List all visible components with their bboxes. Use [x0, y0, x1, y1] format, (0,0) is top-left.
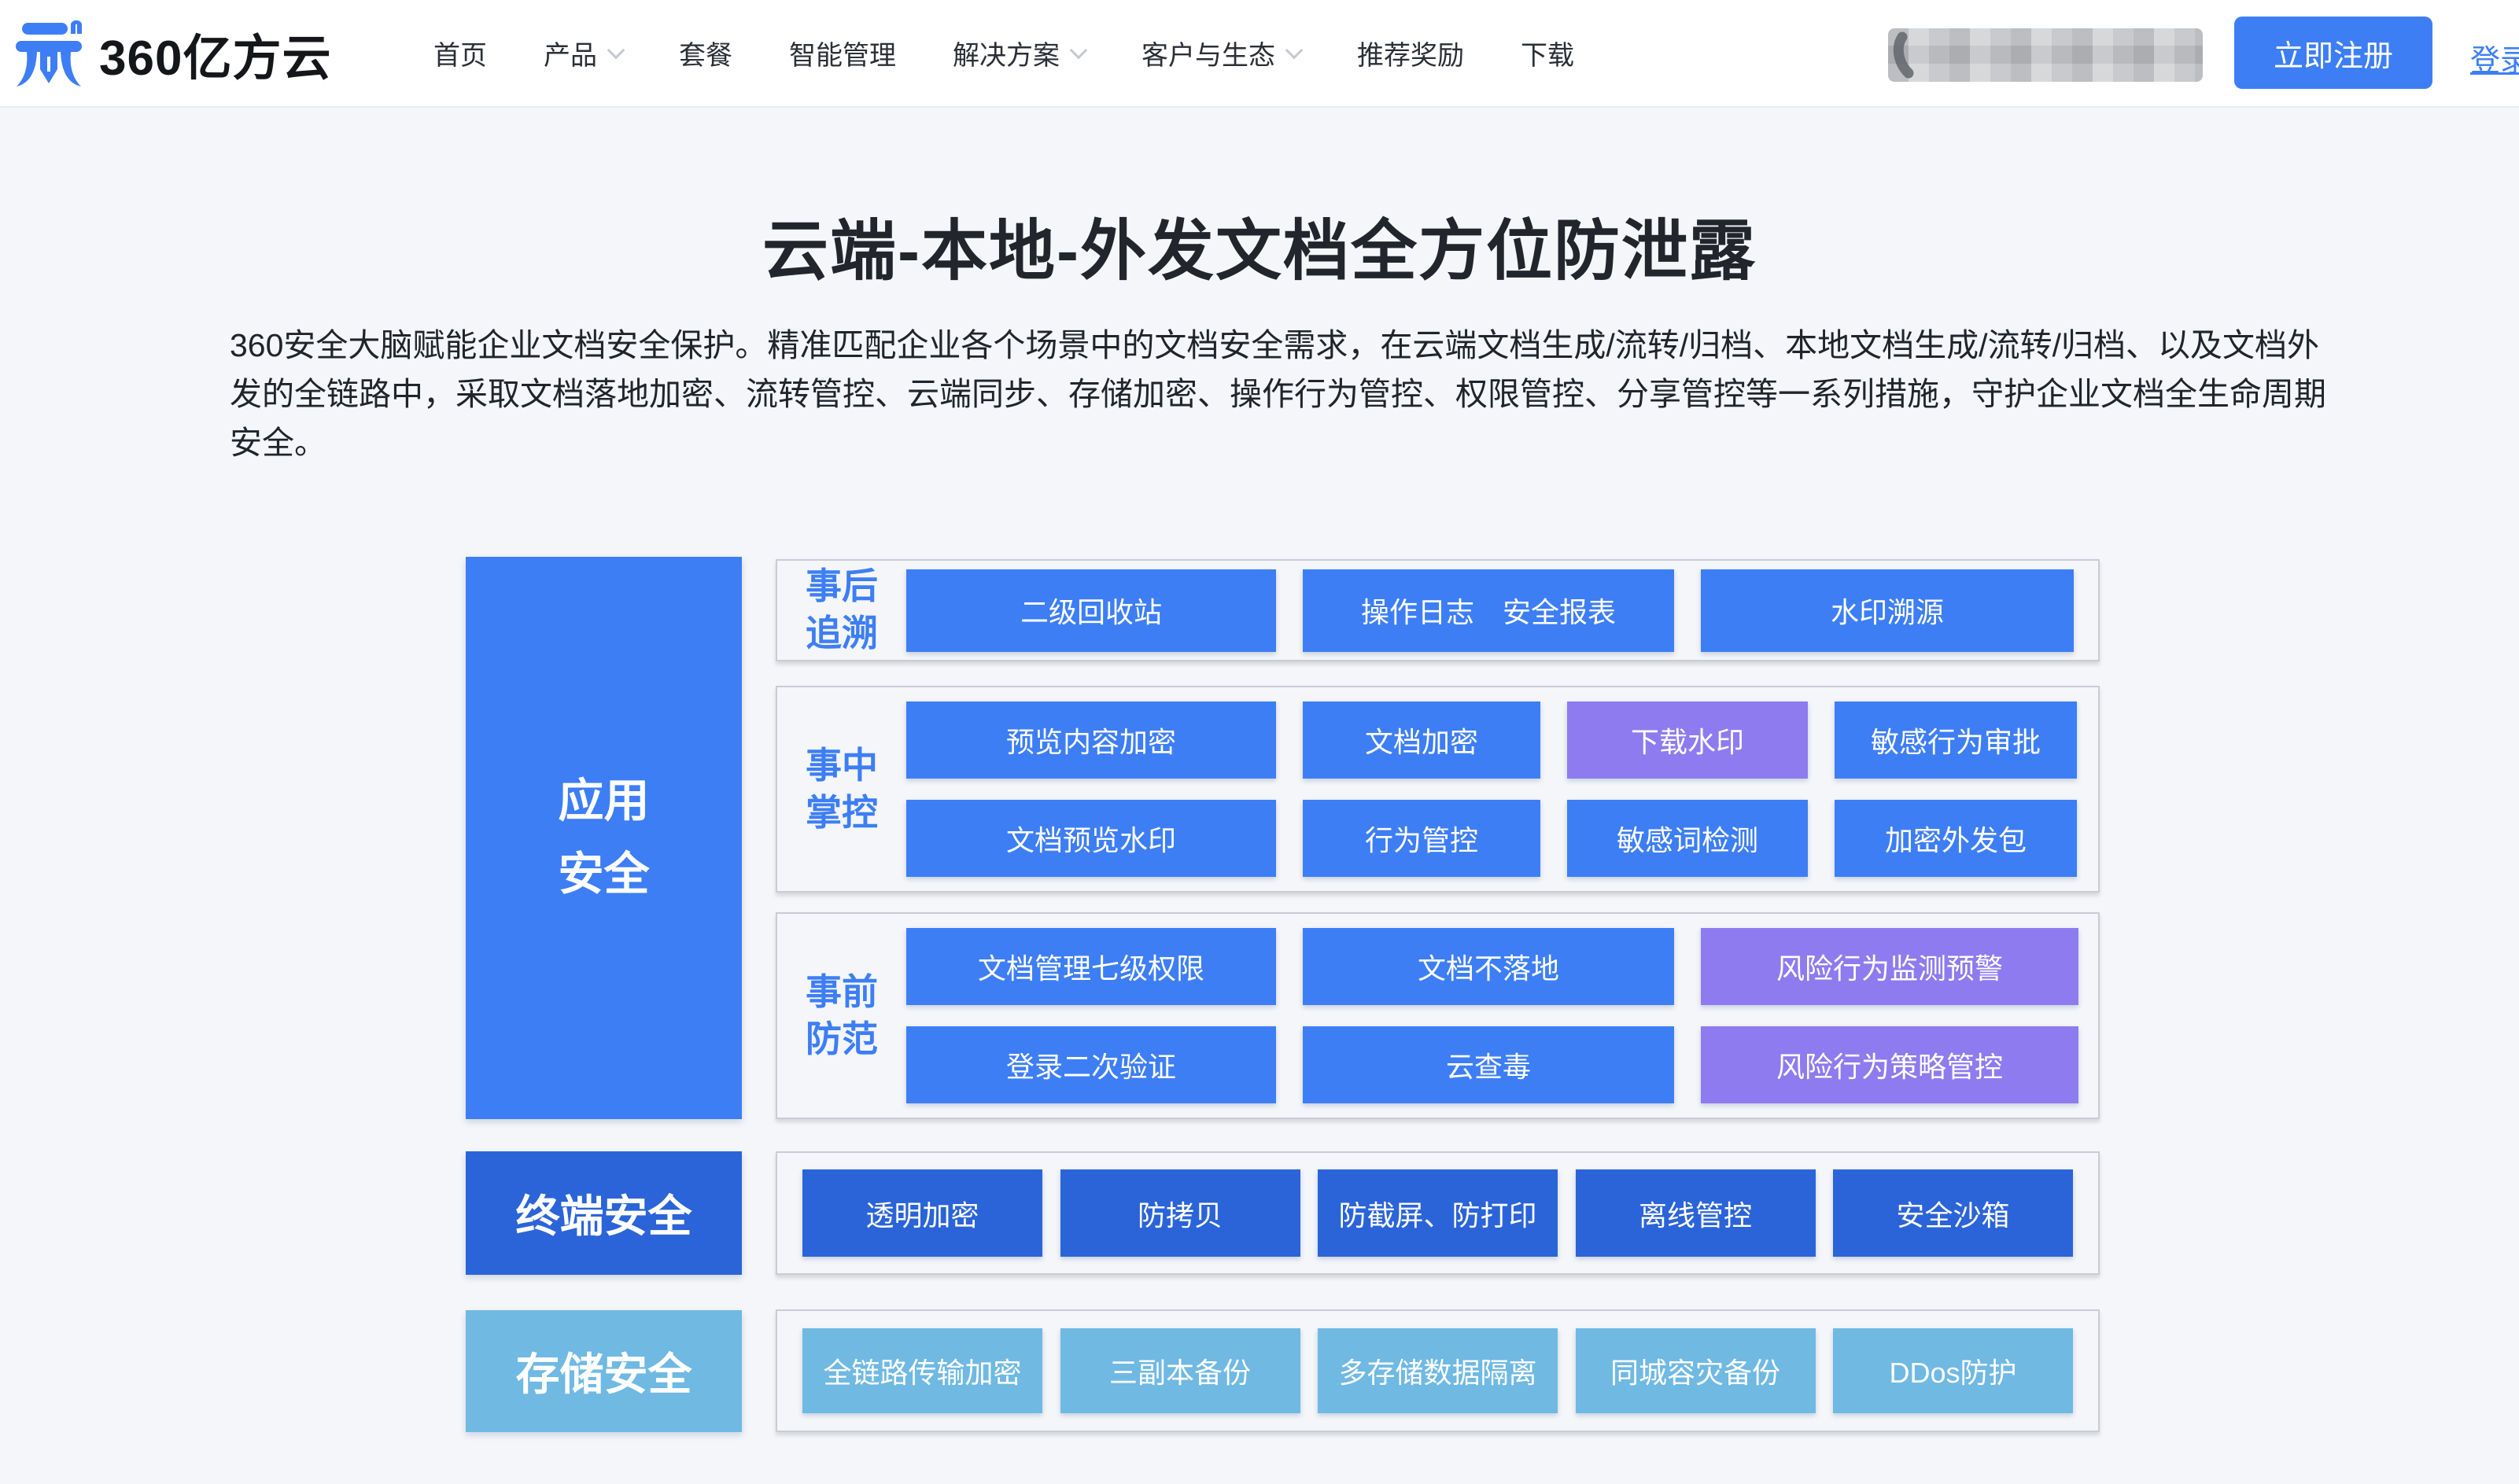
feature-box: DDos防护 [1833, 1328, 2073, 1413]
feature-box: 行为管控 [1303, 800, 1540, 877]
feature-box: 安全沙箱 [1833, 1169, 2073, 1257]
page-description: 360安全大脑赋能企业文档安全保护。精准匹配企业各个场景中的文档安全需求，在云端… [230, 327, 2326, 461]
group-label: 事后 追溯 [806, 565, 878, 654]
fangcloud-logo-icon [16, 20, 82, 87]
feature-box: 文档加密 [1303, 701, 1540, 779]
feature-box: 多存储数据隔离 [1318, 1328, 1558, 1413]
feature-box: 风险行为策略管控 [1701, 1026, 2078, 1103]
group-pre-event-prevention: 事前 防范 文档管理七级权限 文档不落地 风险行为监测预警 登录二次验证 云查毒… [776, 912, 2100, 1119]
feature-box: 加密外发包 [1835, 800, 2077, 877]
nav-item-plans[interactable]: 套餐 [679, 41, 732, 71]
category-application-security: 应用 安全 [466, 557, 742, 1119]
feature-box: 云查毒 [1303, 1026, 1674, 1103]
logo[interactable]: 360亿方云 [16, 0, 331, 106]
feature-box: 文档不落地 [1303, 928, 1674, 1005]
feature-box: 文档管理七级权限 [906, 928, 1276, 1005]
group-label: 事中 掌控 [806, 744, 878, 833]
nav-item-referral-rewards[interactable]: 推荐奖励 [1357, 41, 1464, 71]
feature-box: 二级回收站 [906, 569, 1276, 652]
group-in-process-control: 事中 掌控 预览内容加密 文档加密 下载水印 敏感行为审批 文档预览水印 行为管… [776, 686, 2100, 893]
feature-box: 下载水印 [1567, 701, 1808, 779]
group-endpoint-security-features: 透明加密 防拷贝 防截屏、防打印 离线管控 安全沙箱 [776, 1151, 2100, 1275]
login-link[interactable]: 登录 [2470, 45, 2519, 78]
nav-item-home[interactable]: 首页 [433, 41, 487, 71]
feature-box: 防拷贝 [1060, 1169, 1300, 1257]
feature-box: 水印溯源 [1701, 569, 2074, 652]
feature-box: 敏感词检测 [1567, 800, 1808, 877]
feature-box: 三副本备份 [1060, 1328, 1300, 1413]
register-button[interactable]: 立即注册 [2234, 17, 2432, 89]
nav-item-products[interactable]: 产品 [544, 34, 625, 72]
logo-text: 360亿方云 [99, 31, 332, 86]
nav-item-customers-ecosystem[interactable]: 客户与生态 [1141, 34, 1304, 72]
feature-box: 透明加密 [802, 1169, 1042, 1257]
page-title: 云端-本地-外发文档全方位防泄露 [762, 214, 1757, 288]
chevron-down-icon [1069, 41, 1088, 59]
main-nav: 首页 产品 套餐 智能管理 解决方案 客户与生态 推荐奖励 下载 [433, 0, 1574, 106]
feature-box: 全链路传输加密 [802, 1328, 1042, 1413]
group-label: 事前 防范 [806, 970, 878, 1059]
top-nav-bar: 360亿方云 首页 产品 套餐 智能管理 解决方案 客户与生态 推荐奖励 下载 … [0, 0, 2519, 108]
feature-box: 操作日志 安全报表 [1303, 569, 1674, 652]
chevron-down-icon [607, 41, 625, 59]
group-post-event-tracing: 事后 追溯 二级回收站 操作日志 安全报表 水印溯源 [776, 559, 2100, 661]
phone-handset-icon [1893, 31, 1914, 79]
feature-box: 登录二次验证 [906, 1026, 1276, 1103]
phone-number-masked [1888, 28, 2203, 82]
nav-item-smart-management[interactable]: 智能管理 [789, 41, 896, 71]
feature-box: 风险行为监测预警 [1701, 928, 2078, 1005]
category-storage-security: 存储安全 [466, 1310, 742, 1432]
feature-box: 预览内容加密 [906, 701, 1276, 779]
feature-box: 敏感行为审批 [1835, 701, 2077, 779]
feature-box: 离线管控 [1575, 1169, 1816, 1257]
category-endpoint-security: 终端安全 [466, 1151, 742, 1275]
nav-item-solutions[interactable]: 解决方案 [953, 34, 1088, 72]
group-storage-security-features: 全链路传输加密 三副本备份 多存储数据隔离 同城容灾备份 DDos防护 [776, 1309, 2100, 1432]
nav-item-download[interactable]: 下载 [1521, 41, 1574, 71]
chevron-down-icon [1285, 41, 1304, 59]
feature-box: 同城容灾备份 [1575, 1328, 1816, 1413]
feature-box: 防截屏、防打印 [1318, 1169, 1558, 1257]
feature-box: 文档预览水印 [906, 800, 1276, 877]
